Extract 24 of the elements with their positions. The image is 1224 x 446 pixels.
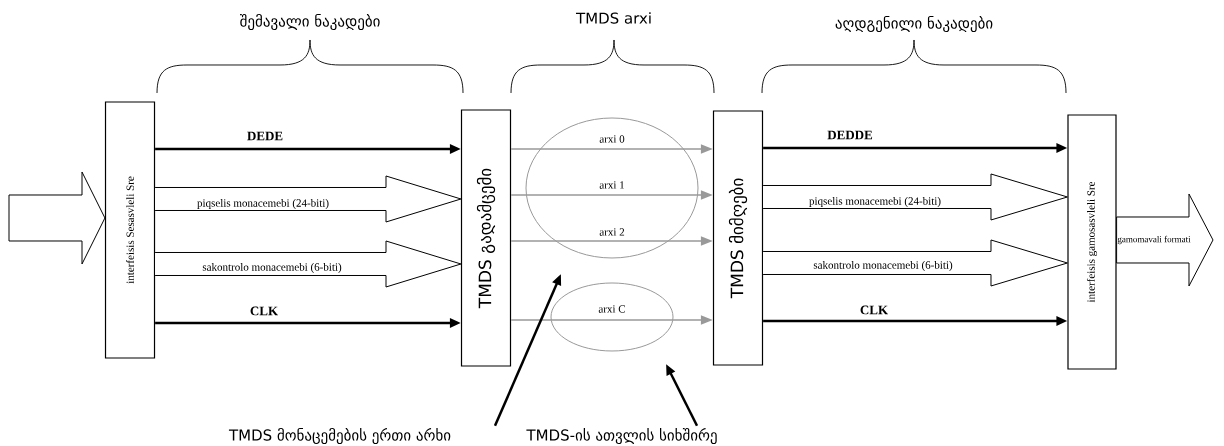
edge-label: CLK: [858, 304, 890, 316]
edge-label: arxi 1: [598, 180, 626, 190]
group-heading: შემავალი ნაკადები: [240, 13, 380, 31]
edge-label: CLK: [248, 305, 280, 317]
block-arrow: [8, 171, 106, 265]
block-arrow: [1116, 193, 1214, 287]
edge-label: gamomavali formati: [1117, 235, 1191, 245]
callout-text: TMDS-ის ათვლის სიხშირე: [526, 427, 717, 445]
block-box: TMDS გადამცემი: [460, 109, 512, 367]
callout-text: TMDS მონაცემების ერთი არხი: [228, 427, 451, 445]
interface-box: interfeisis Sesasvleli Sre: [104, 101, 156, 359]
block-box: TMDS მიმღები: [712, 110, 764, 366]
edge-label: arxi 0: [598, 134, 626, 144]
edge-label: sakontrolo monacemebi (6-biti): [201, 262, 343, 274]
edge-label: DEDE: [245, 130, 285, 142]
interface-box: interfeisis gamosasvleli Sre: [1067, 114, 1117, 370]
edge-label: sakontrolo monacemebi (6-biti): [812, 260, 954, 272]
edge-label: arxi C: [597, 304, 627, 314]
edge-label: piqselis monacemebi (24-biti): [196, 198, 330, 210]
group-heading: აღდგენილი ნაკადები: [835, 15, 993, 33]
edge-label: DEDDE: [826, 129, 874, 141]
group-heading: TMDS arxi: [576, 12, 651, 24]
edge-label: arxi 2: [598, 227, 626, 237]
edge-label: piqselis monacemebi (24-biti): [808, 196, 942, 208]
